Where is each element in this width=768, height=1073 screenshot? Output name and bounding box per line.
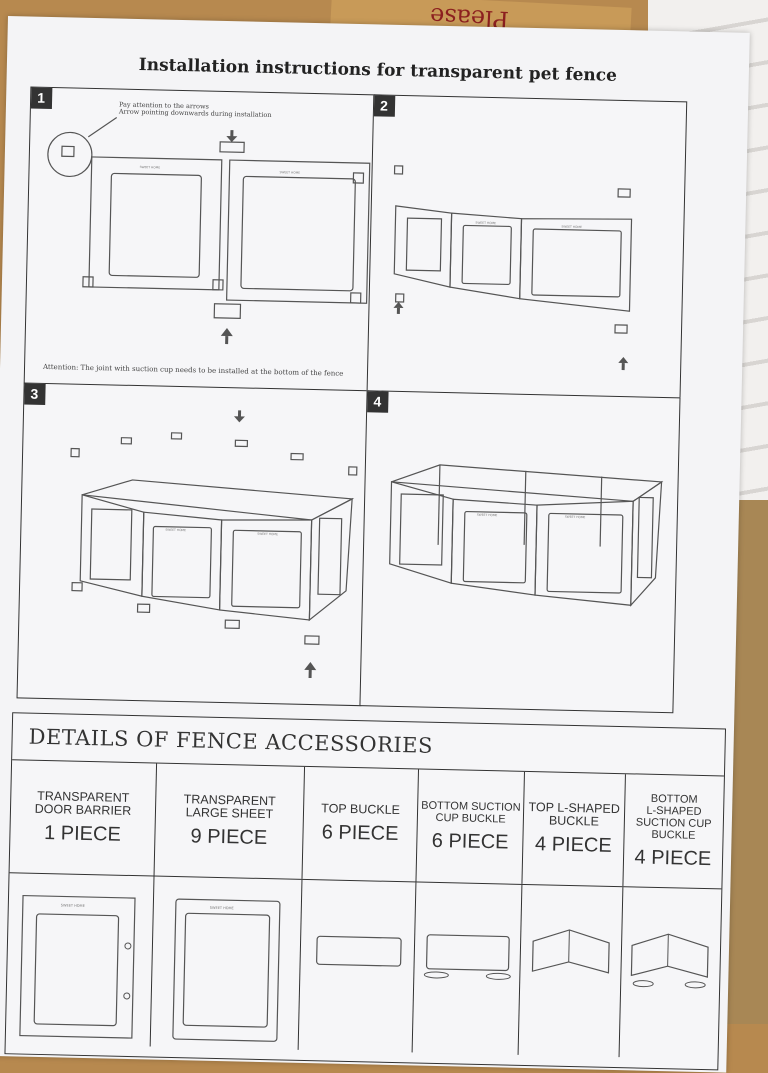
- accessory-qty: 4 PIECE: [634, 845, 712, 870]
- svg-text:SWEET HOME: SWEET HOME: [475, 221, 496, 225]
- page-title: Installation instructions for transparen…: [138, 54, 618, 86]
- step-1-panel: 1 Pay attention to the arrows Arrow poin…: [23, 86, 376, 393]
- bottom-suction-cup-buckle-illustration: [412, 882, 523, 1055]
- instruction-sheet: Installation instructions for transparen…: [0, 16, 750, 1073]
- accessories-labels-row: TRANSPARENT DOOR BARRIER 1 PIECE TRANSPA…: [9, 760, 724, 890]
- door-barrier-illustration: SWEET HOME: [5, 873, 155, 1047]
- step-3-panel: 3: [16, 382, 369, 707]
- accessory-qty: 6 PIECE: [321, 821, 399, 846]
- step-4-panel: 4 SWEET HOME SWEET HOME: [359, 390, 681, 714]
- svg-text:SWEET HOME: SWEET HOME: [61, 903, 85, 908]
- svg-text:SWEET HOME: SWEET HOME: [165, 528, 186, 532]
- top-buckle-illustration: [298, 879, 417, 1053]
- step-4-diagram: SWEET HOME SWEET HOME: [389, 464, 664, 607]
- step-2-panel: 2 SWEET HOME SWEET: [366, 94, 688, 400]
- svg-text:SWEET HOME: SWEET HOME: [257, 532, 278, 536]
- top-l-shaped-buckle-illustration: [518, 884, 624, 1058]
- step-2-diagram: SWEET HOME SWEET HOME: [393, 165, 633, 371]
- svg-text:SWEET HOME: SWEET HOME: [279, 170, 300, 174]
- accessory-door-barrier: TRANSPARENT DOOR BARRIER 1 PIECE: [9, 760, 158, 876]
- svg-text:SWEET HOME: SWEET HOME: [561, 225, 582, 229]
- accessory-bottom-l-shaped-suction-cup-buckle: BOTTOM L-SHAPED SUCTION CUP BUCKLE 4 PIE…: [634, 792, 712, 870]
- accessories-images-row: SWEET HOME SWEET HOME: [5, 873, 722, 1059]
- svg-text:SWEET HOME: SWEET HOME: [477, 513, 498, 517]
- accessory-qty: 6 PIECE: [431, 829, 509, 854]
- accessory-bottom-suction-cup-buckle: BOTTOM SUCTION CUP BUCKLE 6 PIECE: [416, 769, 526, 884]
- step-3-diagram: SWEET HOME SWEET HOME: [70, 410, 358, 679]
- accessory-top-l-shaped-buckle: TOP L-SHAPED BUCKLE 4 PIECE: [522, 771, 626, 887]
- accessory-top-buckle: TOP BUCKLE 6 PIECE: [302, 766, 420, 882]
- accessory-qty: 9 PIECE: [190, 824, 268, 849]
- bottom-l-shaped-suction-cup-buckle-illustration: [619, 887, 721, 1059]
- accessory-large-sheet: TRANSPARENT LARGE SHEET 9 PIECE: [154, 763, 305, 879]
- svg-text:SWEET HOME: SWEET HOME: [565, 515, 586, 519]
- svg-text:SWEET HOME: SWEET HOME: [210, 906, 234, 911]
- accessory-qty: 4 PIECE: [534, 832, 612, 857]
- accessories-table: DETAILS OF FENCE ACCESSORIES TRANSPARENT…: [4, 712, 727, 1071]
- step-1-diagram: SWEET HOME SWEET HOME: [47, 116, 371, 345]
- svg-text:SWEET HOME: SWEET HOME: [140, 165, 161, 169]
- accessory-qty: 1 PIECE: [43, 821, 122, 846]
